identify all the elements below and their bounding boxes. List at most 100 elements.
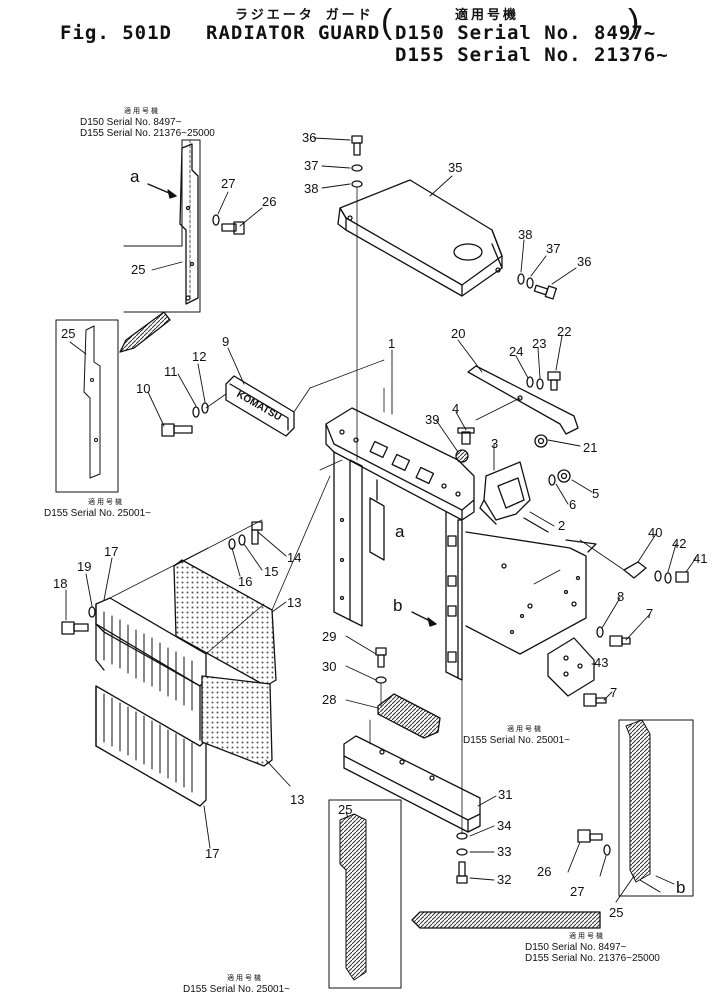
- note-top-left: 適用号機 D150 Serial No. 8497~ D155 Serial N…: [80, 108, 215, 139]
- top-cover: [337, 179, 503, 297]
- callout-7: 7: [646, 606, 653, 621]
- callout-6: 6: [569, 497, 576, 512]
- strip-25-top-left: [179, 139, 199, 305]
- note-bottom-center: 適用号機 D155 Serial No. 25001~: [183, 975, 291, 995]
- transfer-arrow-bottom: [411, 911, 601, 929]
- callout-5: 5: [592, 486, 599, 501]
- bolt-18: [61, 606, 96, 635]
- grille-slats: [103, 611, 193, 793]
- view-arrow-a-top: [147, 183, 177, 199]
- callout-36: 36: [577, 254, 591, 269]
- serial-d155: D155 Serial No. 21376~: [395, 44, 669, 66]
- bolt-26-top: [212, 214, 245, 235]
- nut-39: [455, 449, 469, 463]
- note-mid-right: 適用号機 D155 Serial No. 25001~: [463, 726, 571, 746]
- washer-6: [548, 474, 556, 486]
- leader-lines: [65, 137, 697, 903]
- japanese-title: ラジエータ ガード: [235, 8, 374, 23]
- callout-33: 33: [497, 844, 511, 859]
- nut-5: [557, 469, 571, 483]
- callout-14: 14: [287, 550, 301, 565]
- note-bottom-right: 適用号機 D150 Serial No. 8497~ D155 Serial N…: [525, 933, 660, 964]
- screen-lower: [201, 675, 273, 767]
- radiator-guard-frame: [319, 387, 475, 681]
- callout-23: 23: [532, 336, 546, 351]
- nameplate-9: [225, 359, 385, 437]
- bracket-28: [377, 693, 441, 739]
- note-mid-left: 適用号機 D155 Serial No. 25001~: [44, 499, 152, 519]
- view-letter-b: b: [676, 878, 685, 897]
- callout-31: 31: [498, 787, 512, 802]
- callout-25: 25: [338, 802, 352, 817]
- nut-21: [534, 434, 548, 448]
- callout-35: 35: [448, 160, 462, 175]
- bolt-10: [161, 393, 227, 437]
- bolt-26-bottom: [577, 829, 611, 856]
- callout-3: 3: [491, 436, 498, 451]
- callout-29: 29: [322, 629, 336, 644]
- callout-1: 1: [388, 336, 395, 351]
- japanese-applicable-label: 適用号機: [455, 8, 520, 23]
- callout-10: 10: [136, 381, 150, 396]
- transfer-arrow-left: [119, 311, 171, 353]
- callout-7: 7: [610, 685, 617, 700]
- box-bottom-center: [328, 799, 402, 989]
- callout-42: 42: [672, 536, 686, 551]
- serial-d150: D150 Serial No. 8497~: [395, 22, 657, 44]
- callout-27: 27: [221, 176, 235, 191]
- callout-17: 17: [205, 846, 219, 861]
- callout-34: 34: [497, 818, 511, 833]
- callout-38: 38: [518, 227, 532, 242]
- callout-28: 28: [322, 692, 336, 707]
- callout-27: 27: [570, 884, 584, 899]
- callout-38: 38: [304, 181, 318, 196]
- bolt-14: [228, 521, 263, 550]
- callout-39: 39: [425, 412, 439, 427]
- callout-17: 17: [104, 544, 118, 559]
- bolt-4: [457, 427, 475, 445]
- view-letter-b: b: [393, 596, 402, 615]
- bracket-40: [579, 539, 689, 584]
- right-side-shroud: [465, 531, 597, 655]
- bolt-29: [375, 647, 387, 707]
- left-paren: (: [381, 3, 393, 41]
- callout-15: 15: [264, 564, 278, 579]
- callout-37: 37: [546, 241, 560, 256]
- box-top-left: [123, 139, 201, 313]
- callout-18: 18: [53, 576, 67, 591]
- callout-41: 41: [693, 551, 707, 566]
- callout-19: 19: [77, 559, 91, 574]
- callout-2: 2: [558, 518, 565, 533]
- view-letters: a a b b: [130, 167, 685, 897]
- bolt-7-lower: [583, 693, 607, 707]
- bolt-22: [526, 371, 561, 391]
- screen-upper: [173, 559, 277, 687]
- view-arrow-b: [411, 611, 437, 627]
- callout-21: 21: [583, 440, 597, 455]
- callout-16: 16: [238, 574, 252, 589]
- bolt-7-upper: [596, 626, 631, 647]
- callout-9: 9: [222, 334, 229, 349]
- callout-32: 32: [497, 872, 511, 887]
- callout-24: 24: [509, 344, 523, 359]
- callout-13: 13: [287, 595, 301, 610]
- bolt-36-top: [351, 135, 363, 461]
- channel-31: [343, 719, 481, 833]
- callout-22: 22: [557, 324, 571, 339]
- bolt-32: [456, 679, 468, 884]
- figure-title: RADIATOR GUARD: [206, 22, 381, 44]
- callout-numbers: 36 37 38 35 38 37 36 27 26 25 25 9 12 11…: [53, 130, 707, 920]
- callout-12: 12: [192, 349, 206, 364]
- view-letter-a: a: [130, 167, 140, 186]
- view-letter-a: a: [395, 522, 405, 541]
- grille-lower: [95, 685, 207, 807]
- box-right: [618, 719, 694, 897]
- callout-4: 4: [452, 401, 459, 416]
- callout-26: 26: [262, 194, 276, 209]
- callout-36: 36: [302, 130, 316, 145]
- callout-26: 26: [537, 864, 551, 879]
- callout-30: 30: [322, 659, 336, 674]
- nameplate-text: KOMATSU: [235, 389, 284, 423]
- side-bracket-2: [479, 461, 549, 533]
